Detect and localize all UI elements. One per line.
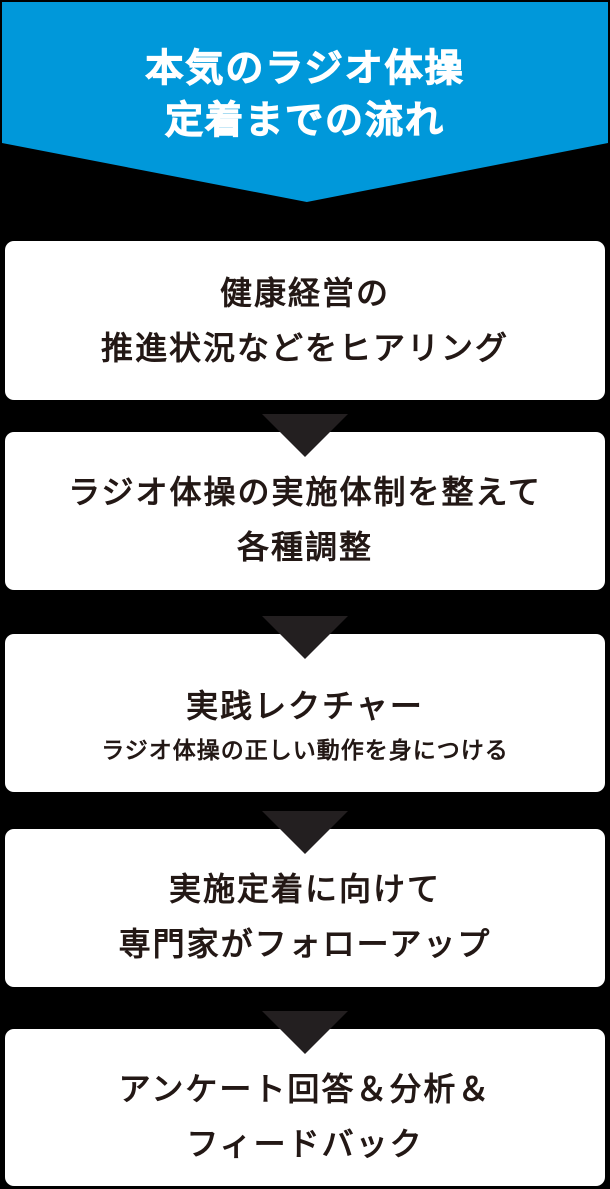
- step-1-box: 健康経営の 推進状況などをヒアリング: [5, 241, 605, 400]
- down-triangle-arrow-icon: [262, 616, 348, 659]
- step-3-title: 実践レクチャー: [186, 687, 424, 725]
- page-title: 本気のラジオ体操 定着までの流れ: [2, 42, 608, 146]
- step-4-line-2: 専門家がフォローアップ: [118, 925, 492, 963]
- step-4-box: 実施定着に向けて 専門家がフォローアップ: [5, 829, 605, 987]
- step-5-line-2: フィードバック: [186, 1124, 424, 1163]
- step-2-box: ラジオ体操の実施体制を整えて 各種調整: [5, 432, 605, 590]
- down-triangle-arrow-icon: [262, 811, 348, 854]
- header-banner: 本気のラジオ体操 定着までの流れ: [2, 2, 608, 202]
- step-1-line-2: 推進状況などをヒアリング: [100, 328, 509, 367]
- step-4-line-1: 実施定着に向けて: [168, 870, 441, 908]
- title-line-1: 本気のラジオ体操: [145, 46, 465, 91]
- step-5-line-1: アンケート回答＆分析＆: [118, 1069, 492, 1108]
- step-2-line-2: 各種調整: [236, 528, 373, 566]
- down-triangle-arrow-icon: [262, 414, 348, 457]
- title-line-2: 定着までの流れ: [164, 98, 445, 143]
- down-triangle-arrow-icon: [262, 1011, 348, 1054]
- step-1-line-1: 健康経営の: [219, 273, 390, 312]
- step-3-box: 実践レクチャー ラジオ体操の正しい動作を身につける: [5, 634, 605, 792]
- step-2-line-1: ラジオ体操の実施体制を整えて: [68, 473, 542, 511]
- step-5-box: アンケート回答＆分析＆ フィードバック: [5, 1029, 605, 1186]
- step-3-subtitle: ラジオ体操の正しい動作を身につける: [101, 738, 509, 764]
